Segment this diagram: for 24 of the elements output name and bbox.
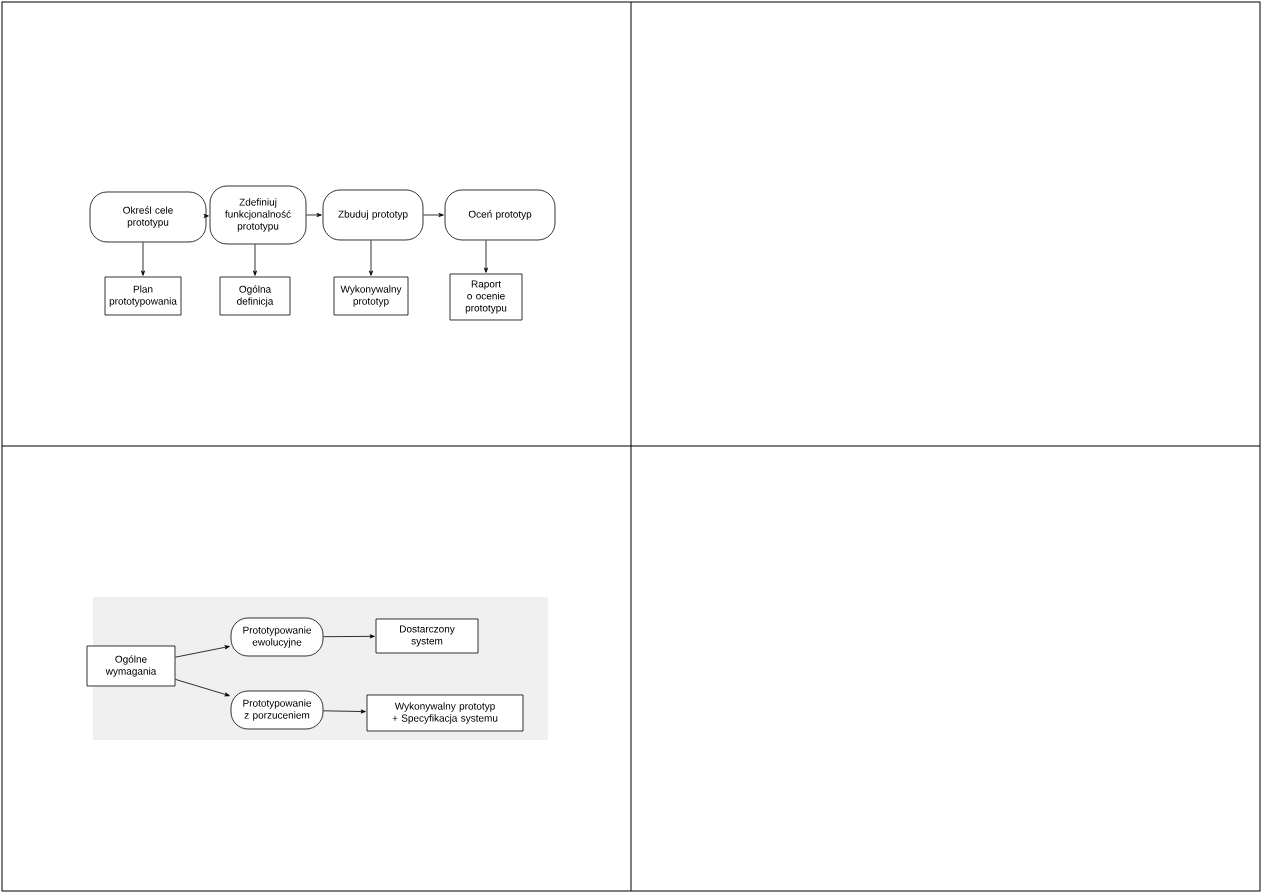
arrow xyxy=(306,213,322,217)
output-box: Plan prototypowania xyxy=(104,276,182,316)
output-box: Ogólne wymagania xyxy=(86,645,176,687)
arrow xyxy=(484,240,488,273)
arrow xyxy=(141,242,145,276)
arrow xyxy=(323,634,375,639)
output-box: Wykonywalny prototyp xyxy=(333,276,409,316)
arrow xyxy=(203,213,209,218)
process-box: Zbuduj prototyp xyxy=(322,189,424,241)
output-box: Ogólna definicja xyxy=(219,276,291,316)
process-box: Prototypowanie z porzuceniem xyxy=(230,690,324,730)
output-box: Wykonywalny prototyp + Specyfikacja systemu xyxy=(366,694,524,732)
arrow xyxy=(423,213,444,217)
arrow xyxy=(175,678,230,697)
arrow xyxy=(253,244,257,276)
output-box: Dostarczony system xyxy=(375,618,479,654)
output-box: Raport o ocenie prototypu xyxy=(449,273,523,321)
process-box: Prototypowanie ewolucyjne xyxy=(230,617,324,657)
arrow xyxy=(175,645,230,658)
process-box: Oceń prototyp xyxy=(444,189,556,241)
process-box: Określ cele prototypu xyxy=(89,191,207,243)
process-box: Zdefiniuj funkcjonalność prototypu xyxy=(209,185,307,245)
arrow xyxy=(369,240,373,276)
arrow xyxy=(323,709,366,714)
